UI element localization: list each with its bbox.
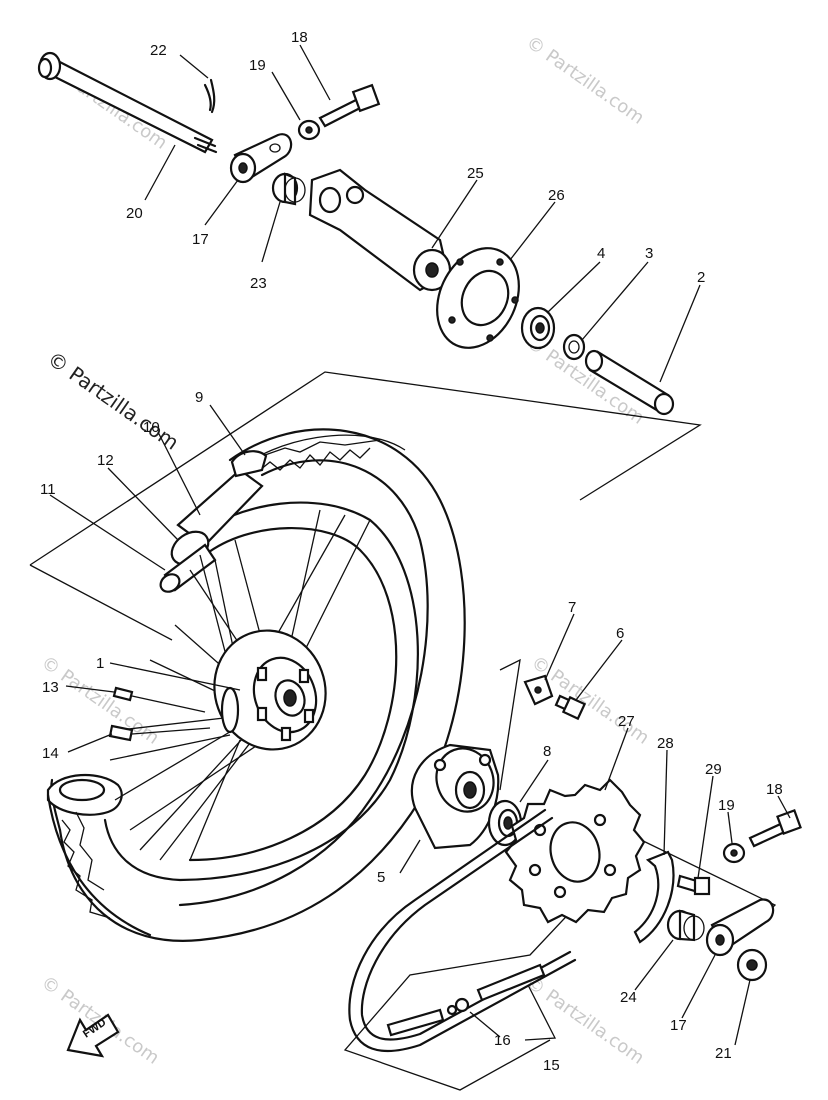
callout-9: 9 — [195, 389, 203, 406]
cotter-pin-part-22 — [203, 78, 216, 114]
collar-part-23 — [271, 172, 306, 206]
chain-adjuster-part-17-top — [229, 133, 293, 184]
exploded-view-frame — [29, 371, 777, 1091]
callout-13: 13 — [42, 679, 59, 696]
watermark: © Partzilla.com — [522, 972, 648, 1069]
callout-5: 5 — [377, 869, 385, 886]
callout-labels: 22 18 19 20 17 23 25 26 4 3 2 9 10 12 11… — [40, 29, 783, 1074]
watermark: © Partzilla.com — [527, 652, 653, 749]
callout-19: 19 — [249, 57, 266, 74]
axle-part-20 — [37, 51, 218, 154]
ring-part-3 — [562, 333, 586, 361]
callout-19: 19 — [718, 797, 735, 814]
callout-11: 11 — [40, 481, 56, 498]
callout-17: 17 — [192, 231, 209, 248]
bolt-part-13 — [112, 686, 206, 713]
callout-18: 18 — [766, 781, 783, 798]
nut-part-19-top — [297, 119, 321, 141]
callout-29: 29 — [705, 761, 722, 778]
callout-22: 22 — [150, 42, 167, 59]
collar-part-24 — [666, 909, 705, 942]
callout-25: 25 — [467, 165, 484, 182]
callout-2: 2 — [697, 269, 705, 286]
callout-3: 3 — [645, 245, 653, 262]
callout-12: 12 — [97, 452, 114, 469]
callout-28: 28 — [657, 735, 674, 752]
castle-nut-part-21 — [736, 948, 768, 982]
nipple-part-14 — [108, 724, 211, 742]
callout-26: 26 — [548, 187, 565, 204]
callout-21: 21 — [715, 1045, 732, 1062]
callout-8: 8 — [543, 743, 551, 760]
callout-20: 20 — [126, 205, 143, 222]
spacer-part-2 — [584, 349, 675, 416]
brake-plate-part-26 — [436, 247, 520, 349]
bolt-part-29 — [676, 874, 711, 896]
callout-1: 1 — [96, 655, 104, 672]
bracket-part-7 — [523, 674, 554, 706]
lock-washer-part-28 — [633, 850, 675, 944]
callout-18: 18 — [291, 29, 308, 46]
wheel-hub-part-1 — [213, 629, 327, 751]
clutch-hub-part-5 — [410, 743, 500, 850]
sprocket-part-27 — [504, 778, 646, 924]
bolt-part-18-bottom — [748, 809, 802, 848]
callout-23: 23 — [250, 275, 267, 292]
watermark: © Partzilla.com — [522, 32, 648, 129]
nut-part-19-bottom — [722, 842, 746, 864]
callout-16: 16 — [494, 1032, 511, 1049]
leader-lines — [49, 44, 791, 1046]
callout-24: 24 — [620, 989, 637, 1006]
watermark-main: © Partzilla.com — [43, 346, 183, 454]
bolt-part-18-top — [318, 83, 381, 128]
callout-27: 27 — [618, 713, 635, 730]
hub-part-25 — [308, 168, 452, 292]
chain-adjuster-part-17-bottom — [705, 898, 775, 957]
callout-7: 7 — [568, 599, 576, 616]
callout-14: 14 — [42, 745, 59, 762]
fwd-arrow-icon: FWD — [66, 1013, 120, 1058]
callout-10: 10 — [143, 419, 160, 436]
bolt-part-6 — [554, 694, 587, 721]
callout-17: 17 — [670, 1017, 687, 1034]
callout-4: 4 — [597, 245, 605, 262]
drive-chain-part-15 — [348, 808, 577, 1053]
bearing-part-4 — [520, 306, 556, 350]
rear-wheel-assembly — [46, 428, 466, 942]
callout-15: 15 — [543, 1057, 560, 1074]
callout-6: 6 — [616, 625, 624, 642]
